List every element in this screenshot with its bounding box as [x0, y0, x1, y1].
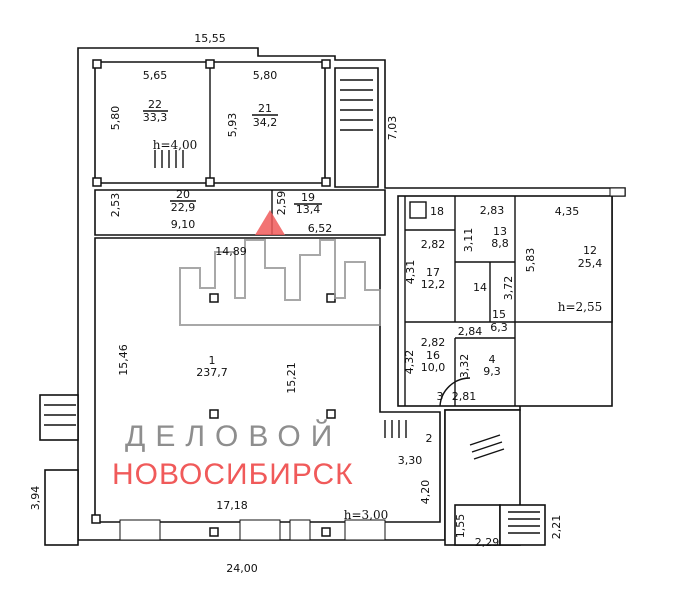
room-area: 34,2 — [253, 116, 278, 129]
dim: 5,93 — [226, 113, 239, 138]
room-number: 16 — [426, 349, 440, 362]
dim: 4,31 — [404, 260, 417, 285]
watermark-line1: ДЕЛОВОЙ — [125, 419, 342, 453]
room-area: 22,9 — [171, 201, 196, 214]
room-number: 12 — [583, 244, 597, 257]
room-number: 20 — [176, 188, 190, 201]
windows — [119, 187, 626, 541]
dim: 2,82 — [421, 238, 446, 251]
room-area: 237,7 — [196, 366, 228, 379]
height-upper: h=4,00 — [153, 138, 198, 152]
columns — [91, 59, 336, 537]
dim: 3,72 — [502, 276, 515, 301]
dim: 9,10 — [171, 218, 196, 231]
dim: 5,80 — [109, 106, 122, 131]
dim: 1,55 — [454, 514, 467, 539]
stairs — [44, 79, 540, 534]
room-number: 17 — [426, 266, 440, 279]
dim: 2,29 — [475, 536, 500, 549]
dim: 3,11 — [462, 228, 475, 253]
dim: 3,30 — [398, 454, 423, 467]
room-labels: 22 33,3 21 34,2 20 22,9 19 13,4 1 237,7 … — [143, 98, 603, 445]
room-number: 14 — [473, 281, 487, 294]
room-area: 6,3 — [490, 321, 508, 334]
room-number: 3 — [437, 390, 444, 403]
dim: 7,03 — [386, 116, 399, 141]
dim: 5,65 — [143, 69, 168, 82]
dim: 4,32 — [403, 350, 416, 375]
room-number: 13 — [493, 225, 507, 238]
dim: 4,35 — [555, 205, 580, 218]
dim: 5,83 — [524, 248, 537, 273]
watermark-line2: НОВОСИБИРСК — [112, 458, 354, 491]
room-number: 21 — [258, 102, 272, 115]
room-area: 10,0 — [421, 361, 446, 374]
dim: 15,21 — [285, 362, 298, 394]
dim: 2,82 — [421, 336, 446, 349]
dim: 3,94 — [29, 486, 42, 511]
dim-top-width: 15,55 — [194, 32, 226, 45]
room-area: 8,8 — [491, 237, 509, 250]
room-area: 13,4 — [296, 203, 321, 216]
dim: 2,83 — [480, 204, 505, 217]
dimension-labels: 5,65 5,80 5,80 5,93 7,03 2,53 9,10 2,59 … — [29, 69, 579, 549]
dim: 15,46 — [117, 344, 130, 376]
room-number: 4 — [489, 353, 496, 366]
room-number: 2 — [426, 432, 433, 445]
dim: 5,80 — [253, 69, 278, 82]
room-area: 9,3 — [483, 365, 501, 378]
dim: 2,81 — [452, 390, 477, 403]
dim: 17,18 — [216, 499, 248, 512]
room-number: 19 — [301, 191, 315, 204]
watermark-triangle — [255, 210, 285, 235]
room-area: 12,2 — [421, 278, 446, 291]
dim: 6,52 — [308, 222, 333, 235]
room-number: 15 — [492, 308, 506, 321]
dim: 4,20 — [419, 480, 432, 505]
dim: 2,21 — [550, 515, 563, 540]
dim: 2,59 — [275, 191, 288, 216]
dim: 2,53 — [109, 193, 122, 218]
dim: 3,32 — [458, 354, 471, 379]
dim: 14,89 — [215, 245, 247, 258]
room-area: 25,4 — [578, 257, 603, 270]
room-number: 18 — [430, 205, 444, 218]
watermark-logo — [179, 239, 381, 326]
room-number: 22 — [148, 98, 162, 111]
room-number: 1 — [209, 354, 216, 367]
height-main: h=3,00 — [344, 508, 389, 522]
dim: 2,84 — [458, 325, 483, 338]
room-area: 33,3 — [143, 111, 168, 124]
dim-overall-width: 24,00 — [226, 562, 258, 575]
height-annex: h=2,55 — [558, 300, 603, 314]
